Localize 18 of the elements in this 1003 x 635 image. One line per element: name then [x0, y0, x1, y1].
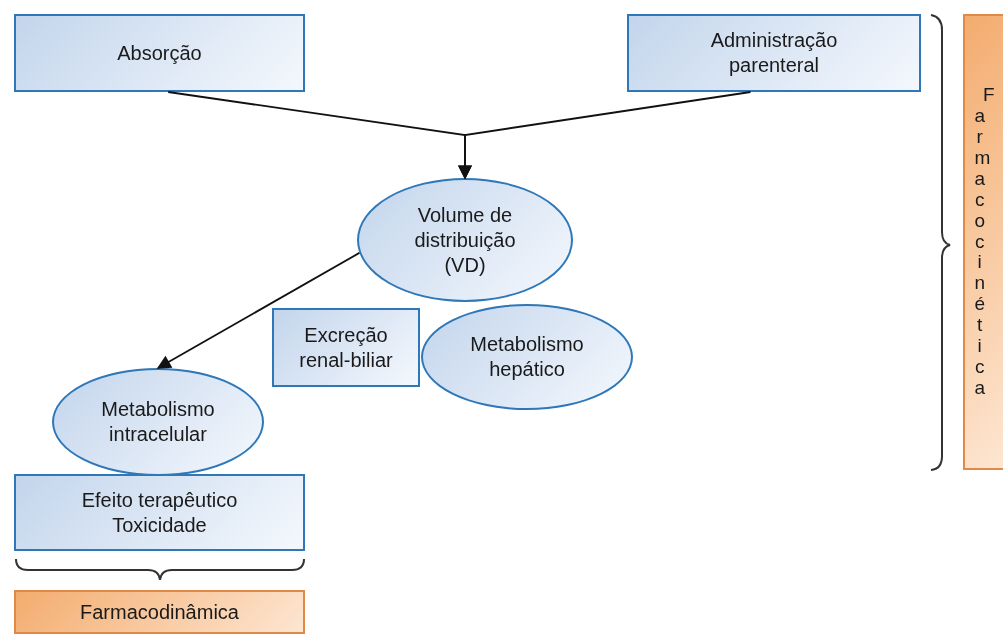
node-label: Administração parenteral	[709, 28, 839, 78]
process-box	[627, 14, 921, 92]
node-label: Excreção renal-biliar	[298, 322, 394, 373]
process-box	[14, 590, 305, 634]
node-label: Toxicidade	[112, 512, 207, 538]
node-label: Absorção	[117, 40, 202, 66]
process-box	[14, 14, 305, 92]
process-box	[272, 308, 420, 387]
vertical-label-box	[963, 14, 1003, 470]
node-label: Efeito terapêutico	[81, 487, 238, 513]
process-box	[14, 474, 305, 551]
arrow	[156, 252, 361, 369]
node-label: Volume de distribuição (VD)	[413, 202, 517, 278]
node-label: Metabolismo intracelular	[100, 397, 216, 447]
node-label: Metabolismo hepático	[469, 332, 585, 382]
arrow	[458, 91, 752, 180]
vertical-label: Farmacocinética	[974, 85, 994, 399]
node-label: Farmacodinâmica	[80, 599, 239, 625]
